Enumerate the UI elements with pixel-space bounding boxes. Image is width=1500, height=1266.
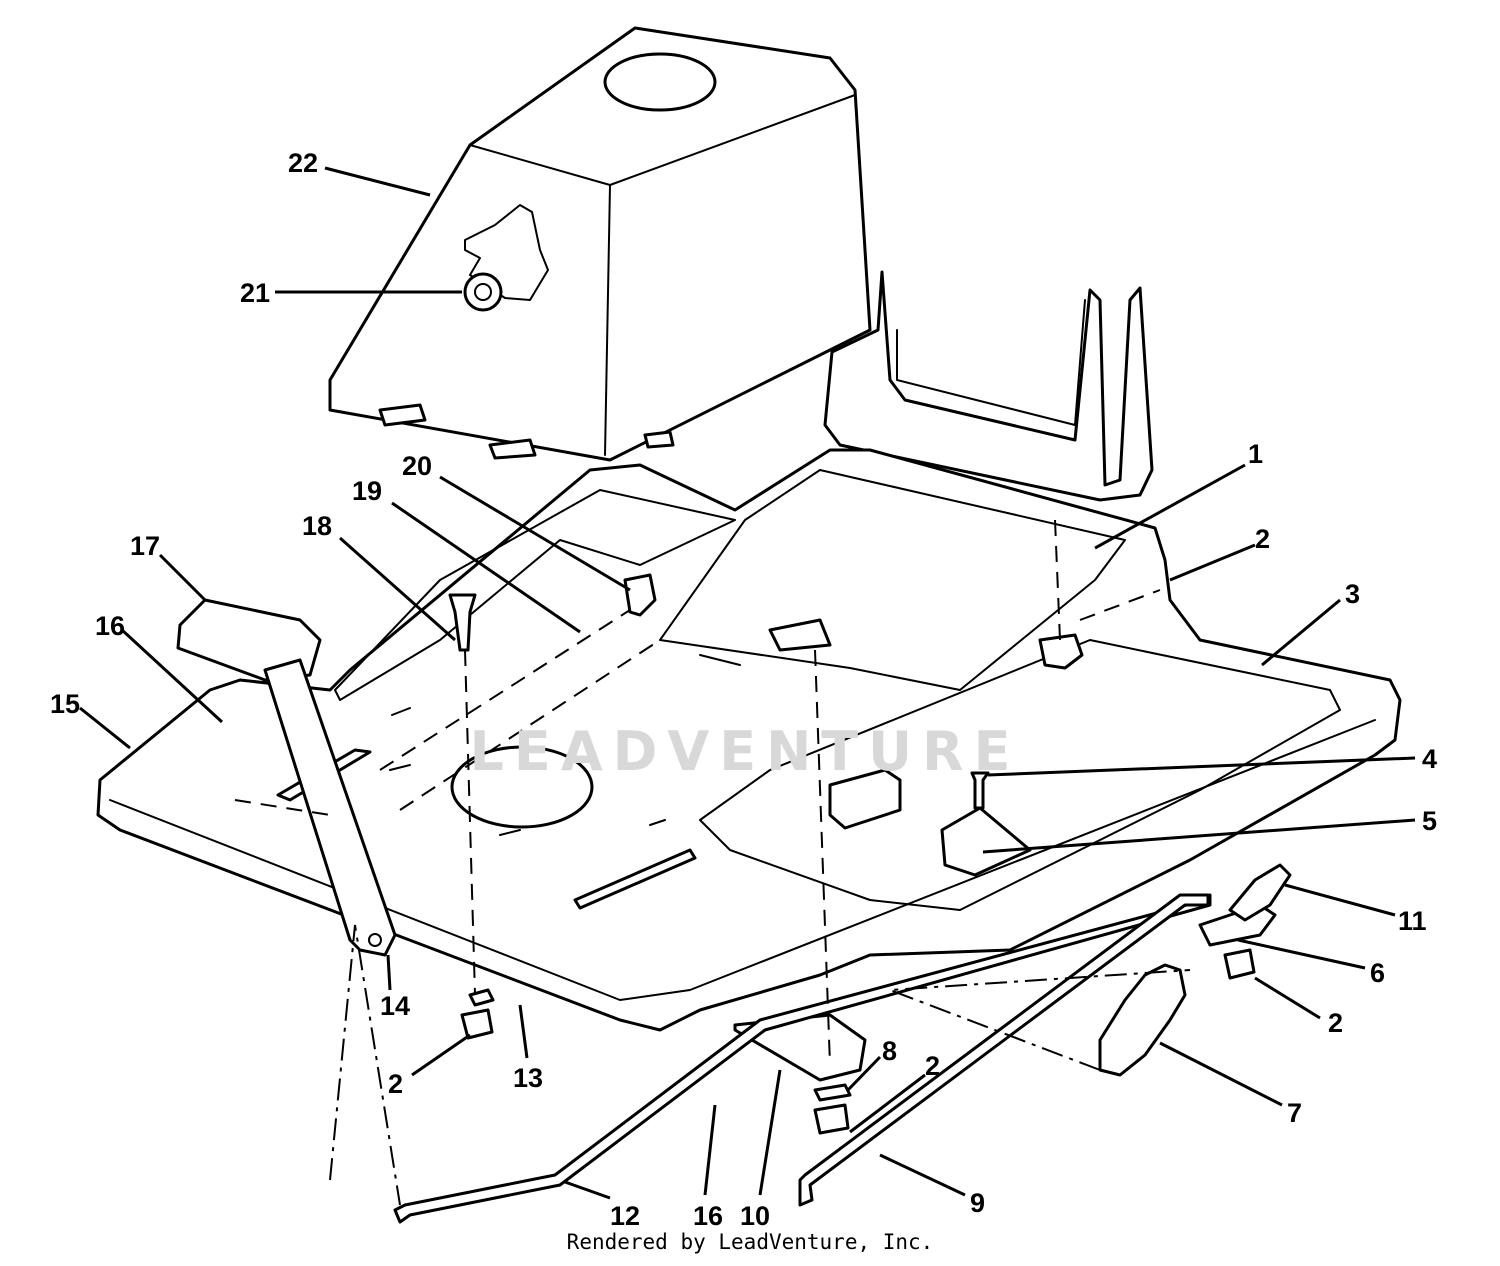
leader-20 bbox=[439, 475, 631, 592]
callout-label-21: 21 bbox=[240, 278, 270, 308]
leader-11 bbox=[1284, 883, 1396, 917]
leader-13 bbox=[518, 1004, 529, 1059]
leader-19 bbox=[391, 501, 581, 634]
leader-12 bbox=[564, 1180, 611, 1200]
assembly-lines bbox=[234, 519, 1191, 1206]
callout-label-4: 4 bbox=[1422, 744, 1437, 774]
leader-14 bbox=[386, 954, 392, 991]
callout-label-18: 18 bbox=[302, 511, 332, 541]
seat-back-frame bbox=[823, 270, 1154, 502]
callout-label-16-a: 16 bbox=[95, 611, 125, 641]
leader-2-b bbox=[1254, 976, 1321, 1020]
callout-label-22: 22 bbox=[288, 148, 318, 178]
callout-label-1: 1 bbox=[1248, 439, 1263, 469]
seat-pan bbox=[328, 26, 872, 462]
callout-label-19: 19 bbox=[352, 476, 382, 506]
callout-label-5: 5 bbox=[1422, 806, 1437, 836]
callout-label-2-b: 2 bbox=[1328, 1008, 1343, 1038]
callout-layer: 1 2 3 4 5 11 6 2 7 9 2 8 10 16 12 13 2 bbox=[50, 148, 1437, 1231]
callout-label-13: 13 bbox=[513, 1063, 543, 1093]
leader-9 bbox=[879, 1153, 966, 1197]
callout-label-12: 12 bbox=[610, 1201, 640, 1231]
leader-1 bbox=[1094, 463, 1246, 550]
render-credit: Rendered by LeadVenture, Inc. bbox=[566, 1230, 934, 1254]
callout-label-7: 7 bbox=[1287, 1098, 1302, 1128]
callout-label-14: 14 bbox=[380, 991, 410, 1021]
leader-10 bbox=[758, 1069, 782, 1196]
leader-16-b bbox=[703, 1104, 717, 1196]
watermark-text: LEADVENTURE bbox=[470, 720, 1021, 783]
leader-16-a bbox=[120, 628, 224, 724]
leader-17 bbox=[158, 553, 207, 602]
seat-lever bbox=[176, 598, 397, 957]
callout-label-10: 10 bbox=[740, 1201, 770, 1231]
callout-label-15: 15 bbox=[50, 689, 80, 719]
leader-8 bbox=[846, 1055, 882, 1092]
callout-label-2-d: 2 bbox=[388, 1069, 403, 1099]
callout-label-8: 8 bbox=[882, 1036, 897, 1066]
leader-15 bbox=[79, 706, 131, 750]
leader-5 bbox=[982, 818, 1416, 854]
leader-4 bbox=[987, 756, 1416, 777]
leader-2-c bbox=[849, 1073, 926, 1134]
callout-label-6: 6 bbox=[1370, 958, 1385, 988]
callout-label-11: 11 bbox=[1398, 906, 1427, 936]
control-rods bbox=[393, 893, 1212, 1224]
leader-22 bbox=[324, 166, 431, 197]
leader-7 bbox=[1159, 1041, 1283, 1107]
leader-18 bbox=[339, 536, 456, 642]
leader-6 bbox=[1237, 938, 1366, 970]
leader-3 bbox=[1261, 598, 1341, 667]
hardware bbox=[448, 272, 1292, 1135]
callout-label-16-b: 16 bbox=[693, 1201, 723, 1231]
leader-2-d bbox=[411, 1033, 471, 1077]
callout-label-20: 20 bbox=[402, 451, 432, 481]
callout-label-3: 3 bbox=[1345, 579, 1360, 609]
callout-label-9: 9 bbox=[970, 1188, 985, 1218]
callout-label-2-a: 2 bbox=[1255, 524, 1270, 554]
callout-label-2-c: 2 bbox=[925, 1051, 940, 1081]
leader-2-a bbox=[1169, 543, 1256, 582]
callout-label-17: 17 bbox=[130, 531, 160, 561]
